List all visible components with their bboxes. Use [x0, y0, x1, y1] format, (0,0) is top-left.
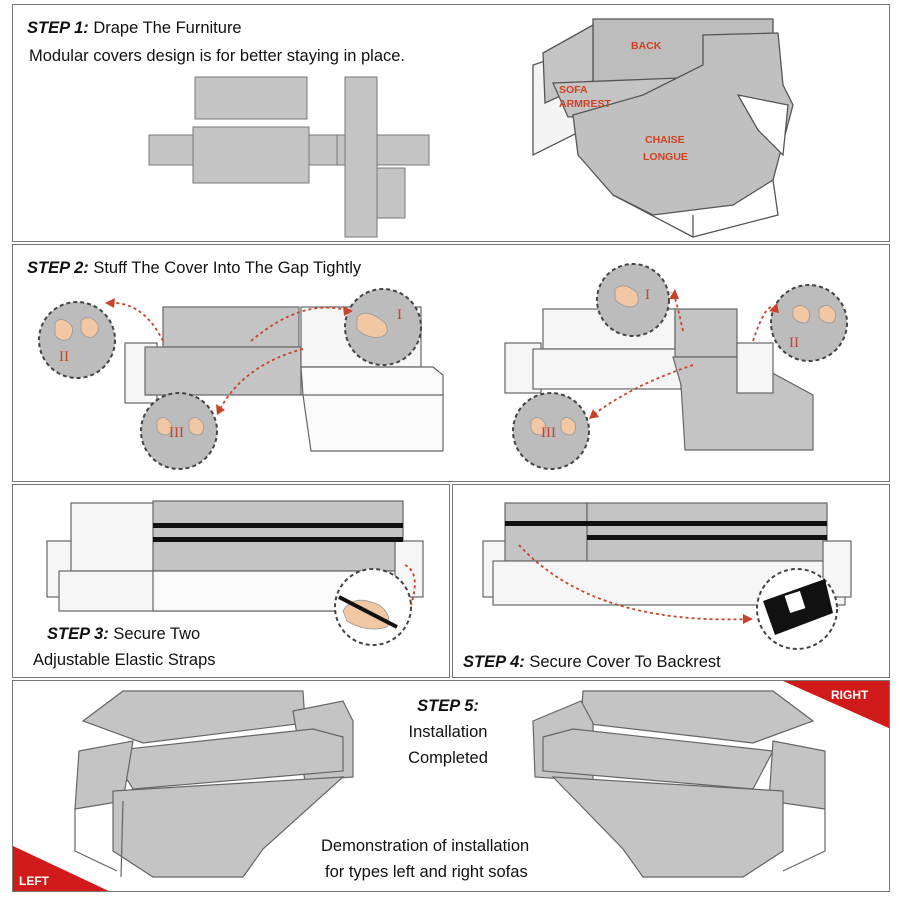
step5-panel: LEFT RIGHT STEP 5: Installation Complete…: [12, 680, 890, 892]
sofa-right-step2: [504, 308, 814, 451]
backrest-straps: [505, 521, 827, 540]
step1-panel: STEP 1: Drape The Furniture Modular cove…: [12, 4, 890, 242]
step5-label: STEP 5:: [417, 697, 479, 715]
step3-heading: STEP 3: Secure Two: [47, 623, 200, 645]
sofa-left-step2: [124, 306, 444, 452]
step3-label: STEP 3:: [47, 625, 109, 643]
right-tag-text: RIGHT: [831, 688, 869, 702]
marker-i-left: I: [397, 307, 402, 323]
draped-sofa: [532, 18, 794, 238]
label-armrest: ARMREST: [559, 98, 612, 110]
marker-ii-left: II: [59, 349, 69, 365]
step4-panel: STEP 4: Secure Cover To Backrest: [452, 484, 890, 678]
step4-title: Secure Cover To Backrest: [529, 653, 721, 671]
sofa-left-install: [74, 690, 354, 878]
left-corner-tag: [13, 846, 109, 891]
step2-panel: STEP 2: Stuff The Cover Into The Gap Tig…: [12, 244, 890, 482]
right-corner-tag: [783, 681, 889, 729]
elastic-straps: [153, 523, 403, 542]
step5-demo-line1: Demonstration of installation: [321, 837, 530, 855]
step5-line1: Installation: [408, 723, 488, 741]
step1-label: STEP 1:: [27, 19, 89, 37]
step3-diagram: [46, 500, 424, 646]
step5-heading: STEP 5:: [348, 695, 548, 717]
step1-subtitle: Modular covers design is for better stay…: [29, 47, 406, 65]
step4-heading: STEP 4: Secure Cover To Backrest: [463, 651, 721, 673]
label-longue: LONGUE: [643, 151, 688, 163]
step2-label: STEP 2:: [27, 259, 89, 277]
dotted-arrows: [108, 290, 774, 416]
marker-iii-left: III: [169, 425, 184, 441]
marker-ii-right: II: [789, 335, 799, 351]
hand-icons: [54, 285, 836, 436]
step5-diagram: LEFT RIGHT: [13, 681, 889, 891]
arrow-heads: [105, 289, 779, 419]
marker-iii-right: III: [541, 425, 556, 441]
strap-icon: [338, 595, 398, 629]
step4-diagram: [482, 502, 852, 650]
step3-line2: Adjustable Elastic Straps: [33, 651, 216, 669]
left-tag-text: LEFT: [19, 874, 50, 888]
label-back: BACK: [631, 40, 662, 52]
step2-heading: STEP 2: Stuff The Cover Into The Gap Tig…: [27, 257, 361, 279]
step1-heading: STEP 1: Drape The Furniture: [27, 17, 242, 39]
sofa-right-install: [532, 690, 826, 878]
cover-piece-sofa: [148, 76, 354, 184]
hand-icon: [342, 599, 390, 630]
step5-demo-line2: for types left and right sofas: [325, 863, 528, 881]
step3-line1: Secure Two: [113, 625, 201, 643]
step2-title: Stuff The Cover Into The Gap Tightly: [93, 259, 362, 277]
cover-piece-chaise: [336, 76, 430, 238]
label-chaise: CHAISE: [645, 134, 685, 146]
step3-panel: STEP 3: Secure Two Adjustable Elastic St…: [12, 484, 450, 678]
backrest-arrow: [518, 544, 750, 621]
label-sofa: SOFA: [559, 84, 588, 96]
marker-i-right: I: [645, 287, 650, 303]
step1-diagram: BACK SOFA ARMREST CHAISE LONGUE: [148, 18, 794, 238]
step4-label: STEP 4:: [463, 653, 525, 671]
step1-title: Drape The Furniture: [93, 19, 242, 37]
step2-diagram: II I III I II III: [38, 263, 848, 470]
step5-line2: Completed: [408, 749, 488, 767]
